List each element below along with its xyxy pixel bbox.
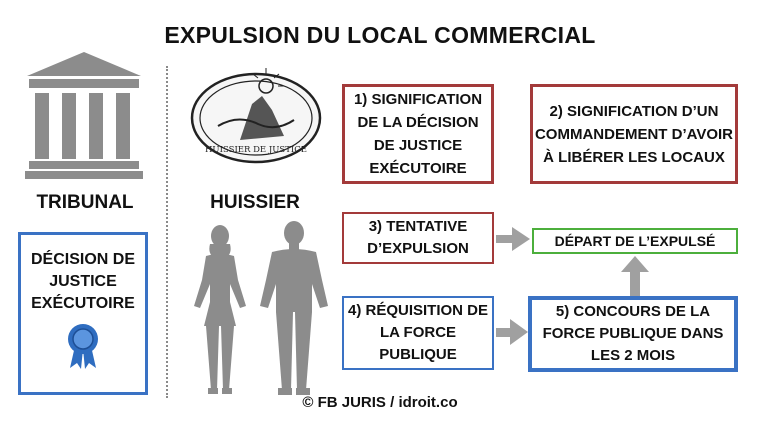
step-1-box: 1) SIGNIFICATION DE LA DÉCISION DE JUSTI… [342,84,494,184]
step-2-box: 2) SIGNIFICATION D’UN COMMANDEMENT D’AVO… [530,84,738,184]
step-3-text: 3) TENTATIVE D’EXPULSION [367,218,469,257]
ribbon-seal-icon [68,324,98,369]
step-4-box: 4) RÉQUISITION DE LA FORCE PUBLIQUE [342,296,494,370]
tribunal-label: TRIBUNAL [36,192,134,213]
footer-credit: © FB JURIS / idroit.co [302,394,458,411]
step-4-text: 4) RÉQUISITION DE LA FORCE PUBLIQUE [347,302,489,363]
arrow-step5-to-outcome [621,256,649,296]
logo-text: HUISSIER DE JUSTICE [205,145,307,155]
huissier-label: HUISSIER [210,192,300,213]
outcome-box: DÉPART DE L’EXPULSÉ [532,228,738,254]
column-divider [166,66,168,398]
courthouse-icon [25,52,143,179]
step-2-text: 2) SIGNIFICATION D’UN COMMANDEMENT D’AVO… [534,102,734,166]
step-1-text: 1) SIGNIFICATION DE LA DÉCISION DE JUSTI… [353,91,483,177]
decision-text: DÉCISION DE JUSTICE EXÉCUTOIRE [30,251,135,312]
outcome-text: DÉPART DE L’EXPULSÉ [554,233,716,249]
arrow-step4-to-step5 [496,319,528,345]
decision-box: DÉCISION DE JUSTICE EXÉCUTOIRE [18,232,148,395]
step-5-text: 5) CONCOURS DE LA FORCE PUBLIQUE DANS LE… [542,303,724,364]
page-title: EXPULSION DU LOCAL COMMERCIAL [164,22,596,48]
step-5-box: 5) CONCOURS DE LA FORCE PUBLIQUE DANS LE… [528,296,738,372]
huissier-logo: HUISSIER DE JUSTICE [190,68,322,164]
man-silhouette-icon [260,221,328,395]
arrow-step3-to-outcome [496,227,530,251]
woman-silhouette-icon [194,225,246,394]
step-3-box: 3) TENTATIVE D’EXPULSION [342,212,494,264]
